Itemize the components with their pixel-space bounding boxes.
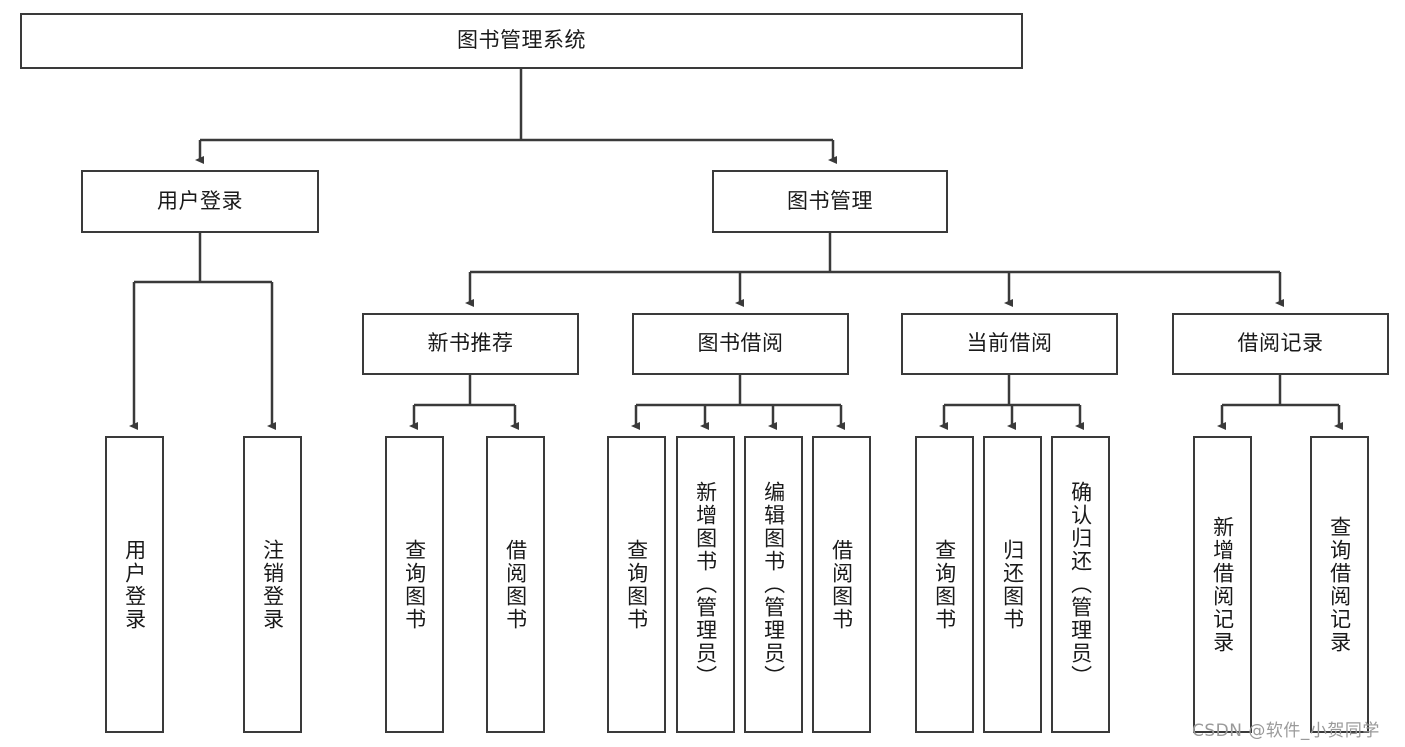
node-leaf-confirm-return-admin[interactable]: 确认归还（管理员） — [1051, 436, 1110, 733]
node-leaf-add-borrow-record[interactable]: 新增借阅记录 — [1193, 436, 1252, 733]
node-leaf-borrow-book[interactable]: 借阅图书 — [812, 436, 871, 733]
node-leaf-return-book[interactable]: 归还图书 — [983, 436, 1042, 733]
node-leaf-edit-book-admin[interactable]: 编辑图书（管理员） — [744, 436, 803, 733]
node-leaf-user-login[interactable]: 用户登录 — [105, 436, 164, 733]
csdn-watermark: CSDN @软件_小贺同学 — [1192, 721, 1380, 741]
node-borrow-record[interactable]: 借阅记录 — [1172, 313, 1389, 375]
node-book-management[interactable]: 图书管理 — [712, 170, 948, 233]
node-leaf-query-borrow-record[interactable]: 查询借阅记录 — [1310, 436, 1369, 733]
node-leaf-query-book-rec[interactable]: 查询图书 — [385, 436, 444, 733]
node-leaf-borrow-book-rec[interactable]: 借阅图书 — [486, 436, 545, 733]
node-leaf-add-book-admin[interactable]: 新增图书（管理员） — [676, 436, 735, 733]
node-current-borrow[interactable]: 当前借阅 — [901, 313, 1118, 375]
node-book-borrow[interactable]: 图书借阅 — [632, 313, 849, 375]
node-new-book-recommend[interactable]: 新书推荐 — [362, 313, 579, 375]
node-leaf-query-book-current[interactable]: 查询图书 — [915, 436, 974, 733]
node-root[interactable]: 图书管理系统 — [20, 13, 1023, 69]
node-leaf-query-book-borrow[interactable]: 查询图书 — [607, 436, 666, 733]
node-user-login[interactable]: 用户登录 — [81, 170, 319, 233]
node-leaf-logout[interactable]: 注销登录 — [243, 436, 302, 733]
